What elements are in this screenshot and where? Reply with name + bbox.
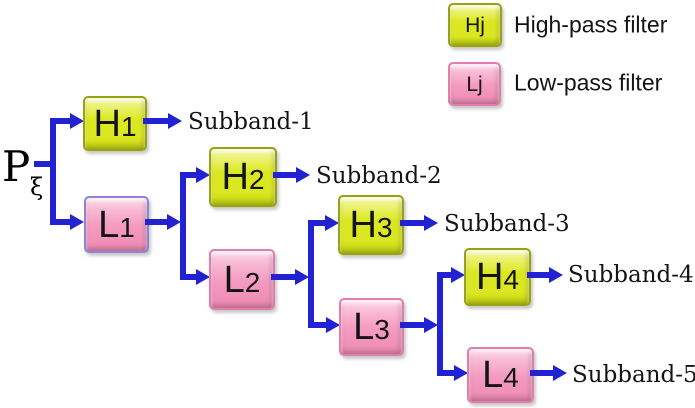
arrowhead-to-l4 xyxy=(454,365,468,381)
connector-l3-out xyxy=(400,322,425,328)
arrowhead-l1-out xyxy=(167,214,181,230)
legend-low-pass-label: Low-pass filter xyxy=(514,69,663,96)
arrowhead-h4-out xyxy=(549,267,563,283)
filter-h2-index: 2 xyxy=(248,164,265,195)
filter-l1-index: 1 xyxy=(119,211,135,243)
arrowhead-h2-out xyxy=(296,167,310,183)
connector-to-l1 xyxy=(50,219,71,225)
connector-h3-out xyxy=(400,220,425,226)
filter-h1-letter: H xyxy=(93,102,121,145)
connector-to-h2 xyxy=(180,172,197,178)
arrowhead-h1-out xyxy=(168,113,182,129)
filter-h4-letter: H xyxy=(475,256,504,298)
connector-h1-out xyxy=(143,118,169,124)
arrowhead-l3-out xyxy=(424,317,438,333)
filter-h2-letter: H xyxy=(221,156,249,198)
input-signal-label: P ξ xyxy=(2,146,43,200)
filter-l2-index: 2 xyxy=(244,266,261,298)
filter-l4-letter: L xyxy=(482,354,504,396)
input-signal-subscript: ξ xyxy=(30,173,44,201)
connector-to-l2 xyxy=(180,274,197,280)
filter-h3-letter: H xyxy=(349,204,377,246)
output-label-subband-4: Subband-4 xyxy=(568,262,694,288)
filter-l1-letter: L xyxy=(98,203,120,246)
output-label-subband-5: Subband-5 xyxy=(572,362,695,388)
connector-split4-vertical xyxy=(437,272,443,376)
arrowhead-h3-out xyxy=(424,215,438,231)
connector-to-l3 xyxy=(308,322,327,328)
filter-l2-letter: L xyxy=(223,258,245,301)
legend-high-pass-box: Hj xyxy=(448,3,502,47)
filter-l3-index: 3 xyxy=(374,314,390,345)
legend-high-pass-box-label: Hj xyxy=(465,13,485,37)
arrowhead-to-l2 xyxy=(196,269,210,285)
legend-low-pass-box: Lj xyxy=(448,62,501,106)
output-label-subband-2: Subband-2 xyxy=(316,163,442,189)
legend-high-pass-label: High-pass filter xyxy=(514,11,668,38)
filter-h3-index: 3 xyxy=(376,212,393,243)
output-label-subband-1: Subband-1 xyxy=(188,109,314,135)
connector-split2-vertical xyxy=(180,172,186,280)
filter-h4-index: 4 xyxy=(503,264,520,295)
connector-l4-out xyxy=(530,370,554,376)
connector-to-l4 xyxy=(437,370,455,376)
connector-split1-vertical xyxy=(50,118,56,225)
arrowhead-to-h1 xyxy=(70,113,84,129)
arrowhead-to-h4 xyxy=(451,267,465,283)
connector-to-h4 xyxy=(437,272,452,278)
arrowhead-to-h3 xyxy=(325,215,339,231)
connector-input-stub xyxy=(34,161,53,167)
arrowhead-to-l1 xyxy=(70,214,84,230)
connector-to-h3 xyxy=(308,220,326,226)
input-signal-base: P xyxy=(2,142,31,191)
connector-to-h1 xyxy=(50,118,71,124)
connector-h2-out xyxy=(273,172,297,178)
legend-low-pass-box-label: Lj xyxy=(466,72,483,96)
arrowhead-to-l3 xyxy=(326,317,340,333)
filter-l3-letter: L xyxy=(353,306,375,348)
connector-l2-out xyxy=(271,274,296,280)
connector-h4-out xyxy=(527,272,550,278)
arrowhead-to-h2 xyxy=(196,167,210,183)
arrowhead-l4-out xyxy=(553,365,567,381)
connector-l1-out xyxy=(145,219,168,225)
output-label-subband-3: Subband-3 xyxy=(444,211,570,237)
connector-split3-vertical xyxy=(308,220,314,328)
filter-h1-index: 1 xyxy=(120,110,137,142)
arrowhead-l2-out xyxy=(295,269,309,285)
filter-l4-index: 4 xyxy=(503,362,519,393)
